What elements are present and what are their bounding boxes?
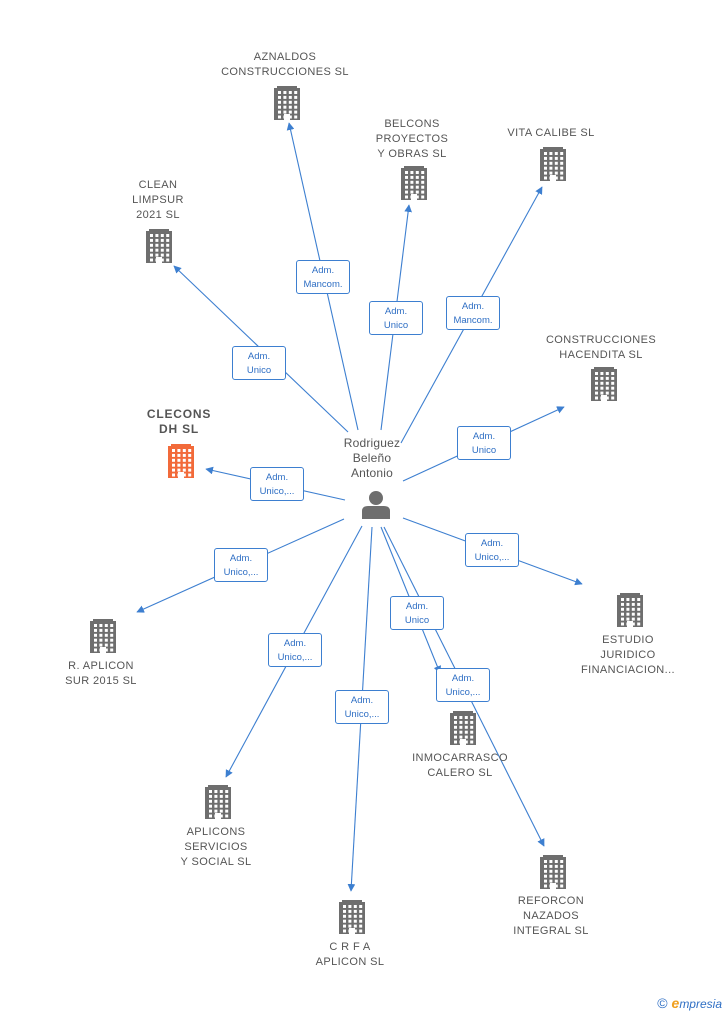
building-icon[interactable]: [450, 711, 476, 745]
company-label-belcons-line: Y OBRAS SL: [377, 148, 447, 160]
building-icon[interactable]: [401, 166, 427, 200]
company-label-clean-limpsur-line: 2021 SL: [136, 209, 180, 221]
company-label-vita-calibe: VITA CALIBE SL: [507, 126, 594, 141]
company-label-aplicons-servicios-line: SERVICIOS: [184, 841, 248, 853]
edge-label-line: Mancom.: [453, 315, 493, 326]
person-label-line: Beleño: [352, 451, 392, 465]
building-icon[interactable]: [90, 619, 116, 653]
edge-label-line: Adm.: [265, 472, 289, 483]
company-label-reforcon-line: REFORCON: [517, 895, 585, 907]
edge-label-clean-limpsur[interactable]: Adm. Unico: [232, 346, 286, 380]
company-label-reforcon: REFORCON NAZADOS INTEGRAL SL: [513, 894, 589, 939]
edge-label-clecons-dh[interactable]: Adm. Unico,...: [250, 467, 304, 501]
company-label-estudio-juridico-line: FINANCIACION...: [580, 664, 676, 676]
edge-label-line: Unico,...: [474, 552, 510, 563]
building-icon[interactable]: [540, 147, 566, 181]
person-label-line: Rodriguez: [343, 436, 401, 450]
building-icon[interactable]: [540, 855, 566, 889]
company-label-construcciones-hacendita: CONSTRUCCIONES HACENDITA SL: [546, 333, 656, 363]
building-icon[interactable]: [339, 900, 365, 934]
company-label-clecons-dh-line: DH SL: [159, 422, 199, 436]
brand-footer: ©empresia: [657, 995, 722, 1011]
company-label-inmocarrasco-line: CALERO SL: [427, 767, 493, 779]
company-label-clecons-dh-line: CLECONS: [146, 407, 212, 421]
edge-label-line: Adm.: [451, 673, 475, 684]
person-icon[interactable]: [362, 491, 390, 519]
company-label-construcciones-hacendita-line: HACENDITA SL: [559, 349, 643, 361]
building-icon[interactable]: [617, 593, 643, 627]
edge-label-line: Adm.: [229, 553, 253, 564]
company-label-inmocarrasco-line: INMOCARRASCO: [412, 752, 508, 764]
company-label-belcons-line: BELCONS: [384, 118, 440, 130]
edge-label-line: Unico: [246, 365, 272, 376]
company-label-aplicons-servicios-line: Y SOCIAL SL: [180, 856, 252, 868]
edge-label-line: Unico: [404, 615, 430, 626]
edge-label-line: Unico,...: [445, 687, 481, 698]
edge-label-line: Unico,...: [277, 652, 313, 663]
edge-label-line: Adm.: [384, 306, 408, 317]
building-icon[interactable]: [274, 86, 300, 120]
building-icon[interactable]: [168, 444, 194, 478]
edge-label-inmocarrasco[interactable]: Adm. Unico: [390, 596, 444, 630]
brand-initial: e: [671, 995, 680, 1011]
edge-label-line: Unico,...: [259, 486, 295, 497]
person-label-line: Antonio: [350, 466, 394, 480]
edge-label-construcciones-hacendita[interactable]: Adm. Unico: [457, 426, 511, 460]
edge-label-reforcon[interactable]: Adm. Unico,...: [436, 668, 490, 702]
company-label-aznaldos: AZNALDOS CONSTRUCCIONES SL: [221, 50, 349, 80]
company-label-clean-limpsur: CLEAN LIMPSUR 2021 SL: [132, 178, 184, 223]
edge-label-belcons[interactable]: Adm. Unico: [369, 301, 423, 335]
company-label-estudio-juridico-line: JURIDICO: [600, 649, 656, 661]
building-icon[interactable]: [205, 785, 231, 819]
company-label-reforcon-line: NAZADOS: [523, 910, 579, 922]
edge-label-line: Adm.: [472, 431, 496, 442]
company-label-aplicons-servicios: APLICONS SERVICIOS Y SOCIAL SL: [180, 825, 251, 870]
company-label-belcons-line: PROYECTOS: [375, 133, 449, 145]
edge-label-line: Unico,...: [344, 709, 380, 720]
edge-label-crfa-aplicon[interactable]: Adm. Unico,...: [335, 690, 389, 724]
company-label-clean-limpsur-line: CLEAN: [138, 179, 178, 191]
company-label-estudio-juridico-line: ESTUDIO: [602, 634, 654, 646]
company-label-aznaldos-line: CONSTRUCCIONES SL: [221, 66, 349, 78]
edge-label-line: Adm.: [283, 638, 307, 649]
brand-name: mpresia: [679, 997, 722, 1011]
company-label-belcons: BELCONS PROYECTOS Y OBRAS SL: [376, 117, 448, 162]
edge-label-line: Adm.: [350, 695, 374, 706]
building-icon[interactable]: [591, 367, 617, 401]
company-label-crfa-aplicon-line: APLICON SL: [315, 956, 385, 968]
company-label-aznaldos-line: AZNALDOS: [253, 51, 317, 63]
company-label-crfa-aplicon: C R F A APLICON SL: [316, 940, 385, 970]
edge-label-aplicons-servicios[interactable]: Adm. Unico,...: [268, 633, 322, 667]
company-label-reforcon-line: INTEGRAL SL: [513, 925, 589, 937]
edge-label-line: Unico: [383, 320, 409, 331]
company-label-estudio-juridico: ESTUDIO JURIDICO FINANCIACION...: [581, 633, 675, 678]
edge-label-line: Mancom.: [303, 279, 343, 290]
edge-label-line: Unico,...: [223, 567, 259, 578]
edge-label-line: Unico: [471, 445, 497, 456]
edge-label-line: Adm.: [480, 538, 504, 549]
edge-label-line: Adm.: [247, 351, 271, 362]
edge-label-r-aplicon-sur[interactable]: Adm. Unico,...: [214, 548, 268, 582]
company-label-inmocarrasco: INMOCARRASCO CALERO SL: [412, 751, 508, 781]
edge-label-line: Adm.: [311, 265, 335, 276]
company-label-aplicons-servicios-line: APLICONS: [186, 826, 246, 838]
edge-label-line: Adm.: [405, 601, 429, 612]
company-label-r-aplicon-sur: R. APLICON SUR 2015 SL: [65, 659, 137, 689]
copyright-symbol: ©: [657, 995, 668, 1011]
company-label-r-aplicon-sur-line: SUR 2015 SL: [65, 675, 137, 687]
company-label-construcciones-hacendita-line: CONSTRUCCIONES: [545, 334, 657, 346]
building-icon[interactable]: [146, 229, 172, 263]
edge-label-aznaldos[interactable]: Adm. Mancom.: [296, 260, 350, 294]
edge-label-estudio-juridico[interactable]: Adm. Unico,...: [465, 533, 519, 567]
company-label-vita-calibe-line: VITA CALIBE SL: [507, 127, 595, 139]
company-label-crfa-aplicon-line: C R F A: [329, 941, 371, 953]
company-label-r-aplicon-sur-line: R. APLICON: [68, 660, 134, 672]
company-label-clean-limpsur-line: LIMPSUR: [132, 194, 184, 206]
edge-label-vita-calibe[interactable]: Adm. Mancom.: [446, 296, 500, 330]
edge-label-line: Adm.: [461, 301, 485, 312]
